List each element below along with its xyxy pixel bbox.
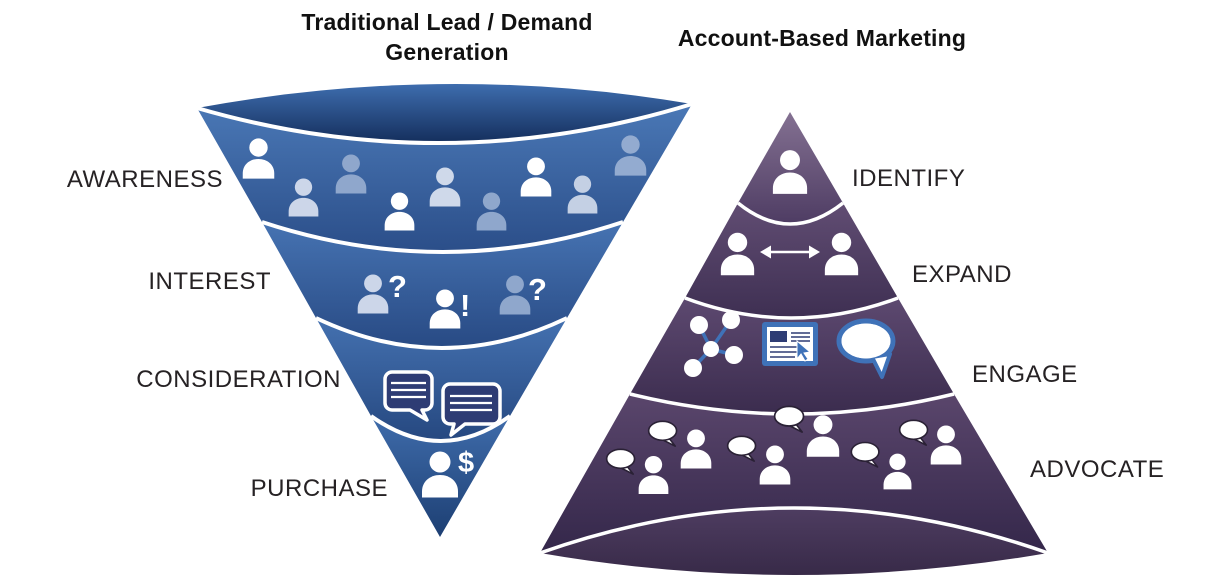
pyramid-stage-label-engage: ENGAGE	[972, 361, 1078, 388]
purchase-icons: $	[422, 447, 474, 498]
funnel-stage-label-consideration: CONSIDERATION	[136, 366, 341, 393]
consideration-chat-icons	[383, 370, 502, 437]
double-arrow-icon	[760, 245, 820, 259]
funnel-graphic: ? ! ? $	[196, 83, 693, 537]
engage-icons	[684, 311, 896, 379]
exclamation-mark-icon: !	[460, 288, 470, 323]
expand-icons	[720, 232, 859, 276]
network-icon	[684, 311, 743, 377]
pyramid-band-expand	[685, 203, 898, 318]
question-mark-icon: ?	[388, 269, 407, 304]
pyramid-graphic	[539, 112, 1049, 575]
chat-bubble-lines	[391, 381, 426, 399]
pyramid-stage-label-identify: IDENTIFY	[852, 165, 966, 192]
chat-bubble-lines	[450, 394, 492, 412]
funnel-stage-label-interest: INTEREST	[148, 268, 271, 295]
pyramid-separators	[539, 201, 1049, 555]
pyramid-stage-label-advocate: ADVOCATE	[1030, 456, 1165, 483]
funnel-stage-label-purchase: PURCHASE	[250, 475, 388, 502]
pyramid-title: Account-Based Marketing	[677, 25, 967, 51]
cursor-icon	[796, 339, 812, 362]
interest-people-icons: ? ! ?	[357, 269, 547, 329]
funnel-title-line2: Generation	[385, 39, 509, 65]
funnel-band-consideration	[316, 318, 567, 441]
speech-bubble-icon	[836, 318, 896, 379]
funnel-separators	[196, 102, 693, 443]
question-mark-icon: ?	[528, 272, 547, 307]
funnel-title: Traditional Lead / Demand Generation	[277, 7, 617, 67]
funnel-title-line1: Traditional Lead / Demand	[301, 9, 593, 35]
funnel-stage-label-awareness: AWARENESS	[66, 166, 223, 193]
pyramid-base	[540, 508, 1048, 575]
dollar-sign-icon: $	[458, 447, 474, 479]
funnel-band-interest	[262, 222, 623, 348]
funnel-top-rim	[197, 83, 692, 144]
web-document-icon	[762, 322, 818, 366]
pyramid-stage-label-expand: EXPAND	[912, 261, 1012, 288]
